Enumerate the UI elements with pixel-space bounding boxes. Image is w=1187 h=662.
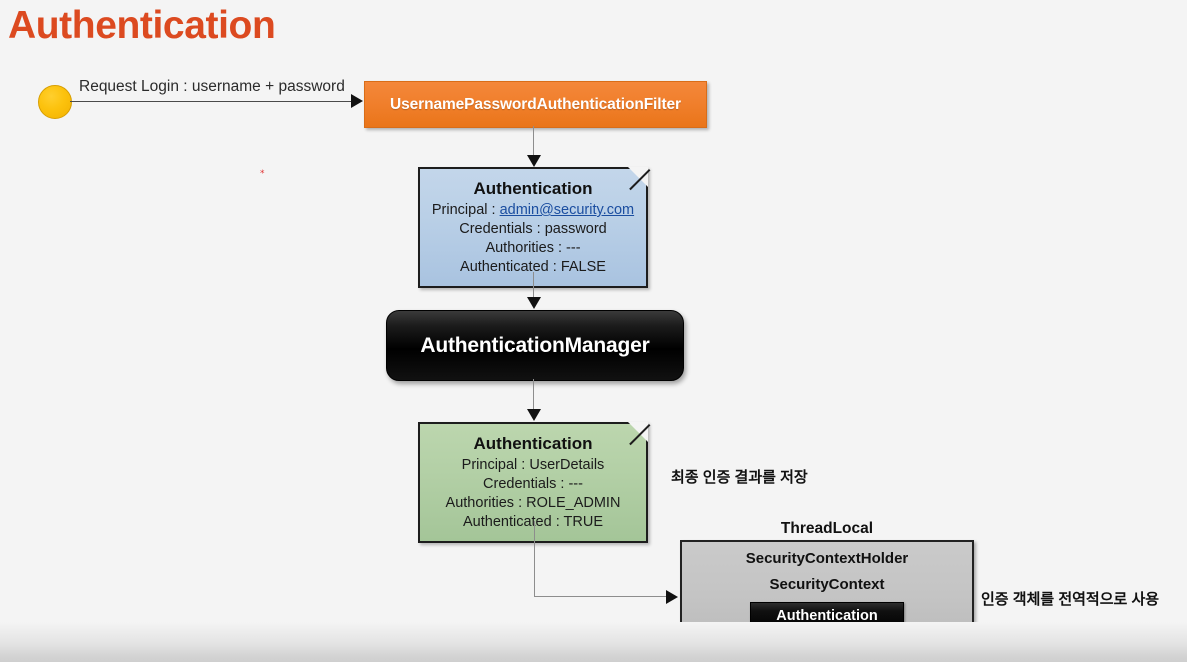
- auth-after-credentials-value: ---: [568, 476, 583, 492]
- auth-before-row-principal: Principal : admin@security.com: [428, 201, 638, 220]
- filter-to-auth-line: [533, 126, 534, 156]
- auth-before-authorities-value: ---: [566, 240, 581, 256]
- page-title: Authentication: [8, 4, 276, 47]
- auth-to-manager-line: [533, 272, 534, 298]
- auth-before-title: Authentication: [473, 179, 593, 198]
- auth-before-authenticated-label: Authenticated :: [460, 259, 557, 275]
- auth-after-authorities-value: ROLE_ADMIN: [526, 495, 621, 511]
- auth-after-row-credentials: Credentials : ---: [428, 475, 638, 494]
- auth-after-authenticated-label: Authenticated :: [462, 514, 560, 530]
- auth-after-credentials-label: Credentials :: [483, 476, 565, 492]
- manager-to-result-line: [533, 379, 534, 410]
- manager-to-result-arrowhead: [527, 409, 541, 421]
- auth-before-row-authorities: Authorities : ---: [428, 239, 638, 258]
- auth-after-principal-value: UserDetails: [529, 457, 605, 473]
- auth-after-row-principal: Principal : UserDetails: [428, 456, 638, 475]
- result-to-context-vline: [534, 521, 535, 597]
- auth-after-row-authenticated: Authenticated : TRUE: [428, 513, 638, 532]
- auth-before-principal-value[interactable]: admin@security.com: [499, 202, 635, 218]
- auth-after-authenticated-value: TRUE: [563, 514, 603, 530]
- result-to-context-hline: [534, 596, 667, 597]
- auth-before-authorities-label: Authorities :: [485, 240, 563, 256]
- security-context-label: SecurityContext: [769, 576, 885, 593]
- auth-after-authorities-label: Authorities :: [445, 495, 523, 511]
- request-edge-label: Request Login : username + password: [79, 78, 345, 95]
- auth-before-credentials-value: password: [544, 221, 607, 237]
- annotation-global-usage: 인증 객체를 전역적으로 사용: [981, 591, 1160, 608]
- result-to-context-arrowhead: [666, 590, 678, 604]
- auth-to-manager-arrowhead: [527, 297, 541, 309]
- folded-corner-icon: [628, 167, 648, 187]
- annotation-store-result: 최종 인증 결과를 저장: [671, 469, 808, 486]
- auth-before-credentials-label: Credentials :: [459, 221, 541, 237]
- auth-after-title: Authentication: [473, 434, 593, 453]
- request-edge-arrowhead: [351, 94, 363, 108]
- auth-before-row-authenticated: Authenticated : FALSE: [428, 258, 638, 277]
- auth-before-principal-label: Principal :: [431, 202, 496, 218]
- auth-after-principal-label: Principal :: [461, 457, 526, 473]
- auth-before-row-credentials: Credentials : password: [428, 220, 638, 239]
- filter-to-auth-arrowhead: [527, 155, 541, 167]
- red-mark-artifact: *: [260, 169, 265, 179]
- client-start-node: [38, 85, 72, 119]
- threadlocal-caption: ThreadLocal: [780, 520, 874, 537]
- authentication-manager-label: AuthenticationManager: [420, 333, 650, 357]
- filter-label: UsernamePasswordAuthenticationFilter: [390, 95, 681, 113]
- security-context-holder-label: SecurityContextHolder: [745, 550, 909, 567]
- request-edge-line: [70, 101, 352, 102]
- auth-before-authenticated-value: FALSE: [560, 259, 606, 275]
- auth-after-row-authorities: Authorities : ROLE_ADMIN: [428, 494, 638, 513]
- folded-corner-icon: [628, 422, 648, 442]
- authentication-before-note: Authentication Principal : admin@securit…: [418, 167, 651, 288]
- authentication-after-note: Authentication Principal : UserDetails C…: [418, 422, 651, 543]
- authentication-manager-box[interactable]: AuthenticationManager: [386, 310, 684, 381]
- bottom-fold-band: [0, 622, 1187, 662]
- username-password-authentication-filter-box[interactable]: UsernamePasswordAuthenticationFilter: [364, 81, 707, 128]
